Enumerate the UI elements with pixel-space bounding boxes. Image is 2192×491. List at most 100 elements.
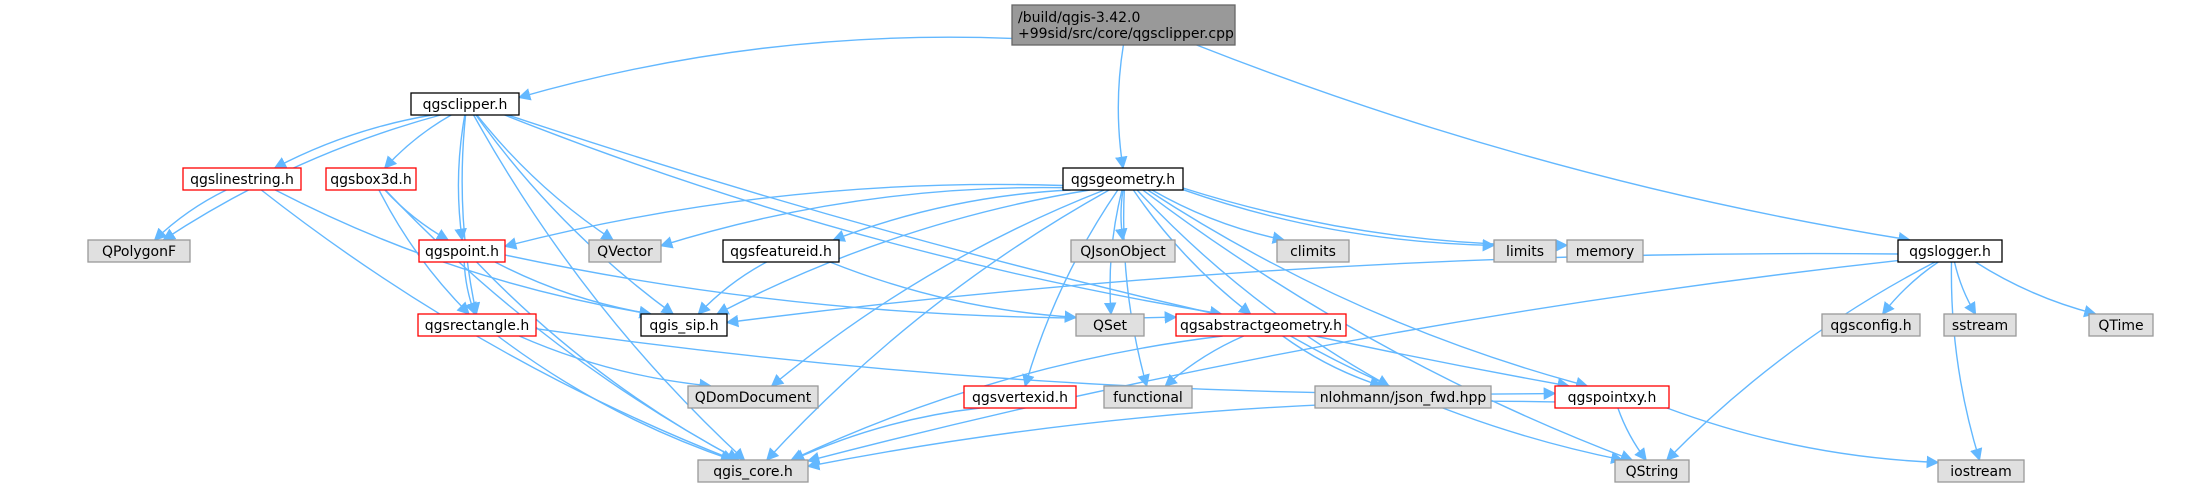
- node-qgspointxy-h[interactable]: qgspointxy.h: [1554, 385, 1670, 409]
- node-label: functional: [1113, 390, 1183, 406]
- edge-qgspoint_h-to-qgis_core_h: [476, 261, 740, 461]
- node-QSet: QSet: [1075, 313, 1145, 337]
- edge-qgsfeatureid_h-to-QSet: [829, 261, 1078, 323]
- node-label: qgspointxy.h: [1568, 390, 1657, 406]
- edge-qgsrectangle_h-to-qgspointxy_h: [535, 328, 1557, 400]
- edge-qgspointxy_h-to-qgis_core_h: [806, 400, 1556, 471]
- node-QPolygonF: QPolygonF: [87, 239, 191, 263]
- edge-qgsclipper_h-to-qgspoint_h: [454, 114, 467, 242]
- node-qgsbox3d-h[interactable]: qgsbox3d.h: [325, 167, 417, 191]
- edge-qgspoint_h-to-qgis_sip_h: [494, 261, 653, 319]
- edge-qgsclipper_h-to-QPolygonF: [162, 114, 441, 241]
- node-limits: limits: [1493, 239, 1557, 263]
- edge-qgsclipper_h-to-QVector: [476, 114, 615, 241]
- node-box: [1276, 239, 1350, 263]
- edge-qgspointxy_h-to-QString: [1617, 407, 1647, 461]
- node-label: qgsgeometry.h: [1071, 172, 1175, 188]
- edge-qgsfeatureid_h-to-qgis_sip_h: [697, 261, 767, 315]
- node-box: [1937, 459, 2025, 483]
- edge-qgsgeometry_h-to-qgis_sip_h: [715, 189, 1091, 315]
- edge-qgsgeometry_h-to-limits: [1182, 189, 1496, 252]
- node-qgsgeometry-h[interactable]: qgsgeometry.h: [1062, 167, 1184, 191]
- node-memory: memory: [1566, 239, 1644, 263]
- node-label: QJsonObject: [1080, 244, 1166, 260]
- node-qgis-sip-h[interactable]: qgis_sip.h: [640, 313, 728, 337]
- edge-qgsabstractgeometry_h-to-qgis_core_h: [790, 335, 1223, 461]
- node-qgsvertexid-h[interactable]: qgsvertexid.h: [963, 385, 1077, 409]
- edge-qgspointxy_h-to-iostream: [1666, 407, 1940, 469]
- node-qgsclipper-h[interactable]: qgsclipper.h: [410, 92, 520, 116]
- node-label: qgslinestring.h: [190, 172, 294, 188]
- node-QDomDocument: QDomDocument: [687, 385, 819, 409]
- node-box: [325, 167, 417, 191]
- node-qgslogger-h[interactable]: qgslogger.h: [1897, 239, 2003, 263]
- edge-qgsclipper_h-to-qgsrectangle_h: [461, 114, 481, 316]
- edge-qgsgeometry_h-to-QString: [1142, 189, 1634, 462]
- edge-qgsgeometry_h-to-QDomDocument: [770, 189, 1105, 387]
- node-label: qgsbox3d.h: [330, 172, 412, 188]
- edge-qgsgeometry_h-to-functional: [1122, 189, 1150, 388]
- node-box: [87, 239, 191, 263]
- edge-qgsgeometry_h-to-qgsabstractgeometry_h: [1132, 189, 1252, 315]
- node-label: nlohmann/json_fwd.hpp: [1320, 390, 1487, 406]
- edge-qgsabstractgeometry_h-to-functional: [1164, 335, 1244, 387]
- node-sstream: sstream: [1943, 313, 2017, 337]
- edge-root-to-qgsgeometry_h: [1115, 44, 1128, 170]
- node-label: qgspoint.h: [425, 244, 499, 260]
- edge-qgslinestring_h-to-qgis_sip_h: [274, 189, 652, 319]
- edge-qgsclipper_h-to-qgslinestring_h: [273, 114, 433, 169]
- edge-qgsclipper_h-to-qgis_core_h: [472, 114, 746, 461]
- node-qgsconfig-h: qgsconfig.h: [1821, 313, 1921, 337]
- edge-qgspoint_h-to-qgsrectangle_h: [463, 261, 477, 316]
- edge-qgsabstractgeometry_h-to-QString: [1290, 335, 1624, 464]
- node-qgsabstractgeometry-h[interactable]: qgsabstractgeometry.h: [1175, 313, 1347, 337]
- node-box: [1070, 239, 1176, 263]
- node-box: [1493, 239, 1557, 263]
- edge-qgsclipper_h-to-qgspointxy_h: [507, 114, 1571, 391]
- node-label: QPolygonF: [102, 244, 176, 260]
- node-box: [1821, 313, 1921, 337]
- node-label: qgis_core.h: [713, 464, 793, 480]
- node-box: [2088, 313, 2154, 337]
- edge-qgslinestring_h-to-qgis_core_h: [260, 189, 735, 462]
- node-iostream: iostream: [1937, 459, 2025, 483]
- node-box: [1897, 239, 2003, 263]
- node-QJsonObject: QJsonObject: [1070, 239, 1176, 263]
- edge-qgsgeometry_h-to-climits: [1151, 189, 1286, 244]
- node-label: sstream: [1952, 318, 2008, 334]
- node-box: [640, 313, 728, 337]
- node-box: [1614, 459, 1690, 483]
- edge-qgslogger_h-to-sstream: [1953, 261, 1977, 316]
- edge-qgsgeometry_h-to-qgspointxy_h: [1147, 189, 1589, 390]
- edge-qgsgeometry_h-to-QJsonObject: [1114, 189, 1128, 242]
- edge-qgsgeometry_h-to-json_fwd: [1136, 189, 1391, 387]
- node-qgslinestring-h[interactable]: qgslinestring.h: [182, 167, 302, 191]
- edge-qgsrectangle_h-to-QDomDocument: [518, 335, 713, 392]
- node-box: [1943, 313, 2017, 337]
- node-box: [588, 239, 662, 263]
- node-label: +99sid/src/core/qgsclipper.cpp: [1018, 26, 1234, 42]
- node-label: qgis_sip.h: [649, 318, 718, 334]
- edge-qgsabstractgeometry_h-to-json_fwd: [1282, 335, 1383, 389]
- node-box: [963, 385, 1077, 409]
- edge-qgsclipper_h-to-qgsabstractgeometry_h: [504, 114, 1223, 319]
- node-QString: QString: [1614, 459, 1690, 483]
- node-qgsfeatureid-h[interactable]: qgsfeatureid.h: [722, 239, 840, 263]
- node-box: [1554, 385, 1670, 409]
- edge-qgslogger_h-to-qgis_sip_h: [725, 252, 1899, 328]
- node-box: [417, 313, 537, 337]
- node-label: qgsvertexid.h: [972, 390, 1068, 406]
- node-climits: climits: [1276, 239, 1350, 263]
- node-qgis-core-h: qgis_core.h: [697, 459, 809, 483]
- node-qgsrectangle-h[interactable]: qgsrectangle.h: [417, 313, 537, 337]
- node-box: [1314, 385, 1492, 409]
- node-label: qgsrectangle.h: [425, 318, 529, 334]
- edge-qgsrectangle_h-to-qgis_core_h: [497, 335, 734, 463]
- node-qgspoint-h[interactable]: qgspoint.h: [418, 239, 506, 263]
- node-label: QTime: [2098, 318, 2143, 334]
- node-label: qgsfeatureid.h: [730, 244, 832, 260]
- node-root[interactable]: /build/qgis-3.42.0+99sid/src/core/qgscli…: [1011, 4, 1236, 46]
- node-box: [722, 239, 840, 263]
- node-QTime: QTime: [2088, 313, 2154, 337]
